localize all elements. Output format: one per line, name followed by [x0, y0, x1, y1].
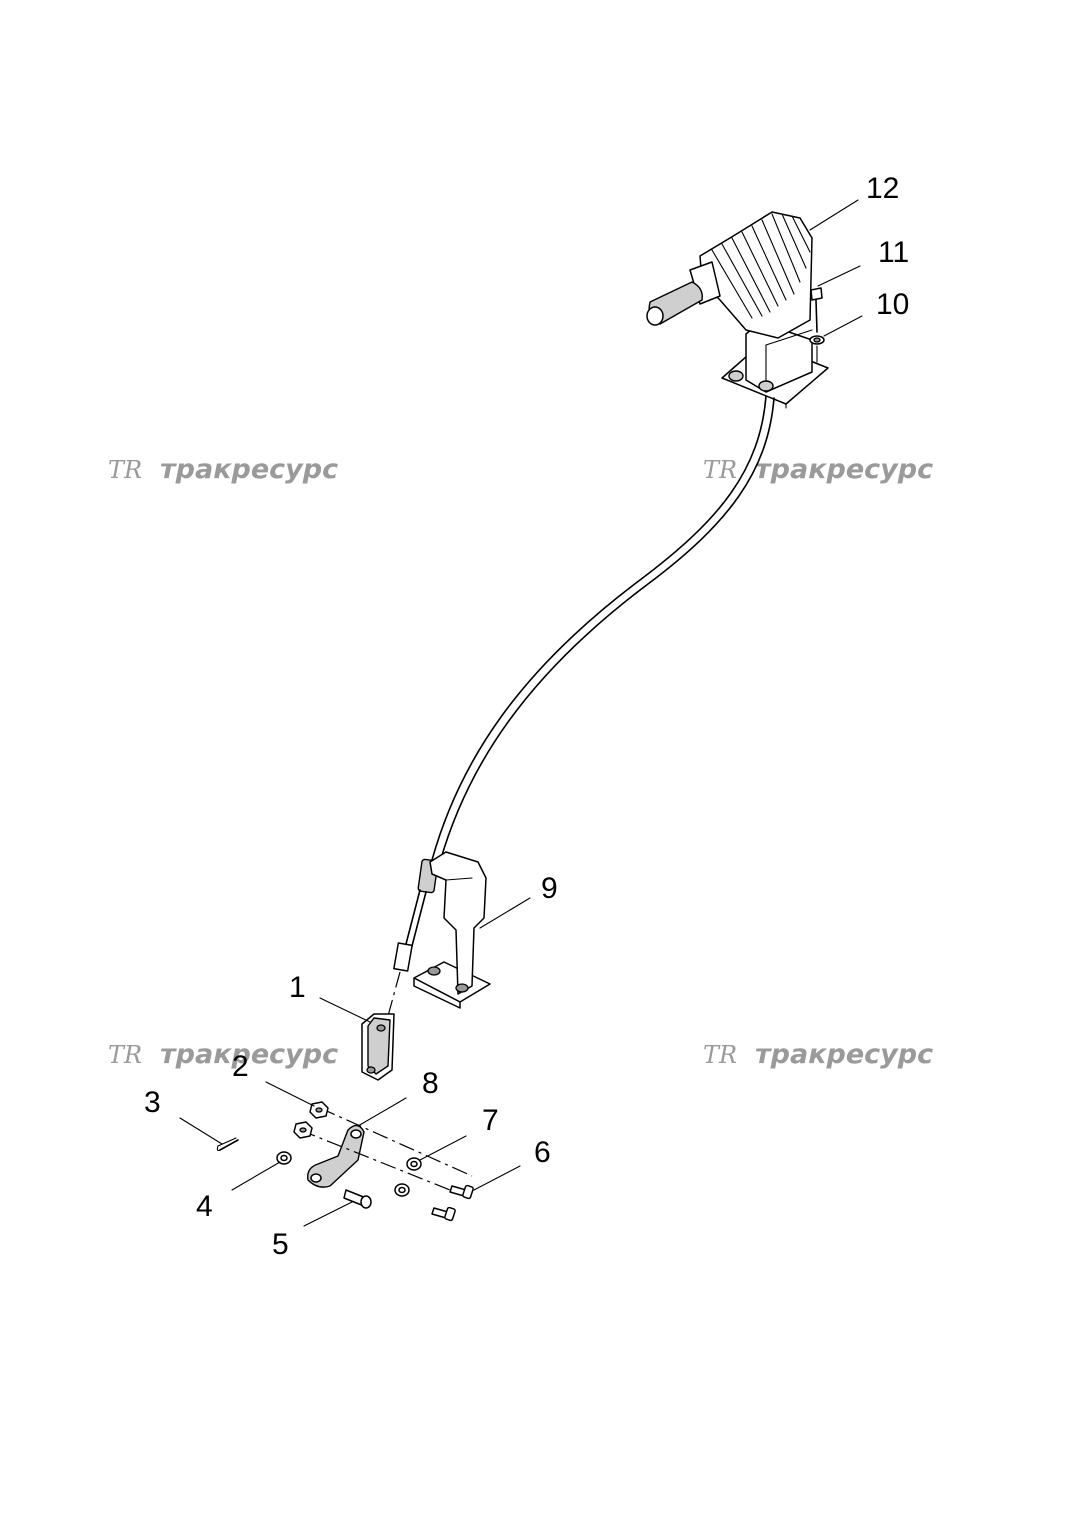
- watermark-bottom-right: TR тракресурс: [703, 1039, 933, 1070]
- callout-1: 1: [289, 971, 306, 1004]
- watermark-text: тракресурс: [160, 1039, 338, 1070]
- callouts: 12 11 10 9 1 2 8 3 7 6 4 5: [144, 172, 909, 1261]
- callout-12: 12: [866, 172, 899, 205]
- bellows-folds: [711, 213, 811, 319]
- cable-end-rod: [393, 942, 413, 972]
- callout-3: 3: [144, 1086, 161, 1119]
- watermark-bottom-left: TR тракресурс: [108, 1039, 338, 1070]
- callout-5: 5: [272, 1228, 289, 1261]
- callout-10: 10: [876, 288, 909, 321]
- pin-5: [343, 1189, 372, 1209]
- control-lever-assembly: [646, 211, 829, 409]
- bracket-base: [413, 961, 491, 1003]
- clevis-1: [361, 1013, 395, 1081]
- callout-9: 9: [541, 872, 558, 905]
- leader-lines: [179, 199, 863, 1227]
- washer-10: [809, 335, 825, 363]
- control-cable: [393, 395, 775, 972]
- watermark-top-right: TR тракресурс: [703, 454, 933, 485]
- callout-7: 7: [482, 1104, 499, 1137]
- nut-2: [293, 1101, 329, 1139]
- washer-7: [394, 1157, 422, 1197]
- washer-4: [276, 1151, 292, 1165]
- watermark-text: тракресурс: [755, 454, 933, 485]
- bolt-11: [810, 287, 823, 333]
- plate-bolt: [728, 370, 744, 382]
- watermark-logo: TR: [108, 1041, 142, 1069]
- cable-bracket: [413, 851, 491, 1009]
- cotter-pin-3: [216, 1137, 239, 1152]
- watermark-text: тракресурс: [755, 1039, 933, 1070]
- callout-4: 4: [196, 1190, 213, 1223]
- callout-2: 2: [232, 1050, 249, 1083]
- lever-arm-8: [307, 1124, 365, 1188]
- bolt-6: [431, 1184, 474, 1222]
- callout-11: 11: [878, 236, 909, 269]
- watermark-logo: TR: [703, 456, 737, 484]
- watermark-logo: TR: [108, 456, 142, 484]
- callout-8: 8: [422, 1067, 439, 1100]
- bellows-boot: [699, 211, 813, 339]
- callout-6: 6: [534, 1136, 551, 1169]
- plate-bolt: [758, 380, 774, 392]
- watermark-top-left: TR тракресурс: [108, 454, 338, 485]
- watermark-text: тракресурс: [160, 454, 338, 485]
- watermark-logo: TR: [703, 1041, 737, 1069]
